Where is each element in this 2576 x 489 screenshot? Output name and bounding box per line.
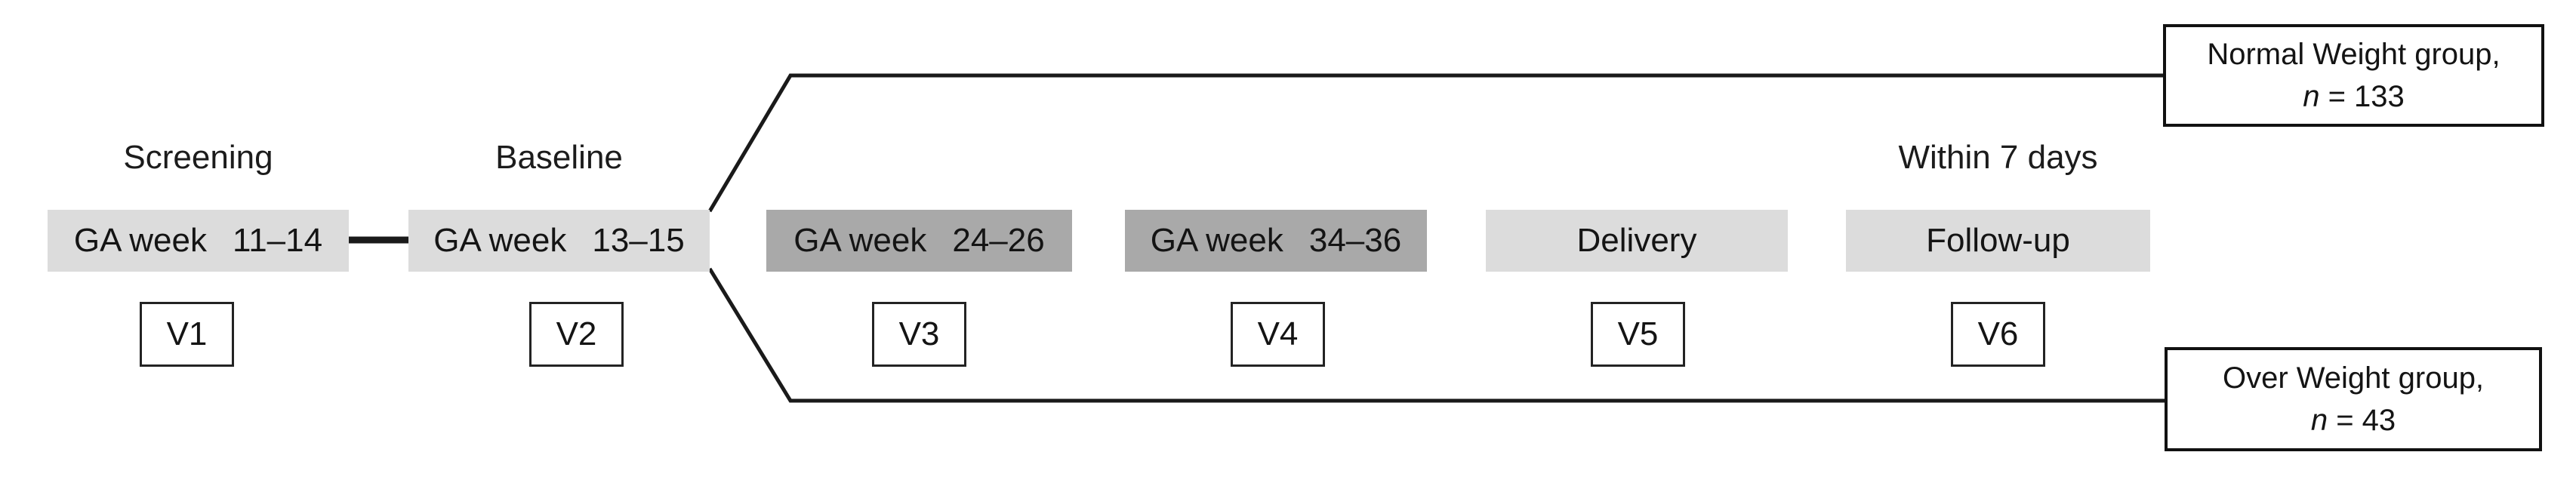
ga-week-box-baseline: GA week 13–15 (408, 210, 710, 272)
visit-box-v1: V1 (140, 302, 234, 367)
delivery-label: Delivery (1576, 222, 1697, 259)
group-n-line: n = 43 (2168, 399, 2539, 441)
follow-up-box: Follow-up (1846, 210, 2150, 272)
visit-box-v6: V6 (1951, 302, 2045, 367)
group-name: Normal Weight group, (2207, 38, 2501, 71)
delivery-box: Delivery (1486, 210, 1788, 272)
visit-box-v2: V2 (529, 302, 624, 367)
ga-week-label: GA week (1150, 222, 1283, 259)
ga-week-label: GA week (73, 222, 207, 259)
stage-label-within-7-days: Within 7 days (1898, 139, 2098, 176)
n-symbol: n (2303, 80, 2320, 113)
follow-up-label: Follow-up (1926, 222, 2070, 259)
n-value: = 133 (2319, 80, 2405, 113)
n-symbol: n (2310, 404, 2328, 437)
ga-week-box-24-26: GA week 24–26 (766, 210, 1072, 272)
group-name: Over Weight group, (2222, 361, 2485, 395)
ga-week-range: 11–14 (233, 222, 323, 259)
stage-label-baseline: Baseline (495, 139, 623, 176)
visit-box-v3: V3 (872, 302, 966, 367)
ga-week-range: 24–26 (952, 222, 1045, 259)
group-box-normal-weight: Normal Weight group, n = 133 (2163, 24, 2544, 127)
normal-weight-branch-line (707, 73, 2163, 213)
visit-box-v5: V5 (1591, 302, 1685, 367)
over-weight-branch-line (707, 267, 2165, 403)
ga-week-range: 34–36 (1308, 222, 1402, 259)
visit-box-v4: V4 (1231, 302, 1325, 367)
ga-week-box-34-36: GA week 34–36 (1125, 210, 1427, 272)
ga-week-label: GA week (433, 222, 567, 259)
ga-week-range: 13–15 (592, 222, 685, 259)
group-n-line: n = 133 (2166, 75, 2541, 118)
ga-week-label: GA week (793, 222, 927, 259)
n-value: = 43 (2328, 404, 2396, 437)
stage-label-screening: Screening (123, 139, 273, 176)
ga-week-box-screening: GA week 11–14 (48, 210, 349, 272)
group-box-over-weight: Over Weight group, n = 43 (2165, 347, 2542, 451)
